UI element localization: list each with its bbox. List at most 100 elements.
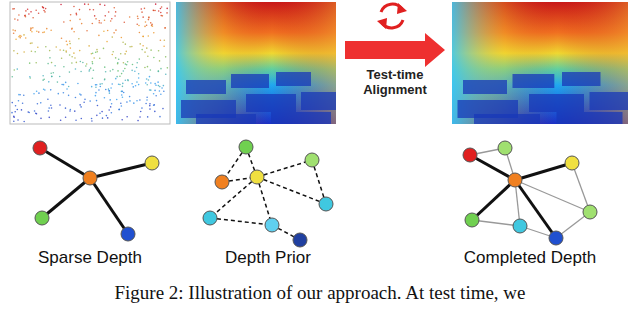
sparse-dot <box>66 44 68 46</box>
sparse-dot <box>163 90 165 92</box>
sparse-dot <box>91 118 93 120</box>
sparse-dot <box>38 31 40 33</box>
sparse-dot <box>116 76 118 78</box>
sparse-dot <box>98 35 100 37</box>
red-arrow <box>345 33 445 67</box>
sparse-dot <box>34 110 36 112</box>
sparse-dot <box>69 110 71 112</box>
sparse-dot <box>153 93 155 95</box>
sparse-dot <box>164 27 166 29</box>
sparse-dot <box>119 109 121 111</box>
sparse-dot <box>145 82 147 84</box>
sparse-dot <box>86 63 88 65</box>
graph-node <box>549 231 563 245</box>
sparse-dot <box>120 53 122 55</box>
sparse-dot <box>30 11 32 13</box>
arrow-label: Test-time Alignment <box>350 68 440 98</box>
sparse-dot <box>160 39 162 41</box>
sparse-dot <box>12 29 14 31</box>
sparse-dot <box>148 16 150 18</box>
sparse-dot <box>166 12 168 14</box>
sparse-dot <box>13 69 15 71</box>
sparse-dot <box>93 69 95 71</box>
sparse-dot <box>51 76 53 78</box>
sparse-dot <box>147 116 149 118</box>
desk-shape <box>246 94 296 112</box>
sparse-dot <box>71 28 73 30</box>
graph-node <box>319 197 333 211</box>
sparse-dot <box>163 85 165 87</box>
graph-edge <box>40 148 90 178</box>
sparse-dot <box>103 31 105 33</box>
sparse-dot <box>59 104 61 106</box>
sparse-dot <box>141 49 143 51</box>
sparse-dot <box>65 50 67 52</box>
sparse-dot <box>42 75 44 77</box>
sparse-dot <box>115 57 117 59</box>
sparse-dot <box>76 62 78 64</box>
sparse-dot <box>111 103 113 105</box>
sparse-dot <box>125 63 127 65</box>
sparse-dot <box>160 93 162 95</box>
sparse-dot <box>142 36 144 38</box>
desk-shape <box>562 72 601 86</box>
sparse-dot <box>126 101 128 103</box>
sparse-dot <box>127 79 129 81</box>
sparse-dot <box>148 19 150 21</box>
sparse-dot <box>125 80 127 82</box>
sparse-dot <box>121 91 123 93</box>
desk-shape <box>231 74 269 88</box>
desk-shape <box>529 94 584 112</box>
graph-edge <box>90 178 128 234</box>
sparse-dot <box>147 35 149 37</box>
sparse-dot <box>89 9 91 11</box>
sparse-dot <box>150 22 152 24</box>
sparse-dot <box>113 32 115 34</box>
sparse-dot <box>51 107 53 109</box>
graph-label: Depth Prior <box>225 248 311 268</box>
sparse-dot <box>13 32 15 34</box>
sparse-dot <box>93 9 95 11</box>
sparse-dot <box>17 53 19 55</box>
sparse-dot <box>132 64 134 66</box>
sparse-dot <box>30 28 32 30</box>
sparse-dot <box>129 100 131 102</box>
sparse-dot <box>49 57 51 59</box>
sparse-dot <box>119 84 121 86</box>
desk-shape <box>186 80 226 94</box>
sparse-dot <box>152 25 154 27</box>
sparse-dot <box>129 46 131 48</box>
sparse-dot <box>145 21 147 23</box>
sparse-dot <box>88 45 90 47</box>
sparse-dot <box>161 87 163 89</box>
desk-shape <box>590 92 629 110</box>
sparse-dot <box>31 50 33 52</box>
sparse-dot <box>25 10 27 12</box>
desk-shape <box>557 112 623 124</box>
sparse-dot <box>43 78 45 80</box>
sparse-dot <box>138 25 140 27</box>
sparse-dot <box>50 104 52 106</box>
sparse-dot <box>17 19 19 21</box>
sparse-dot <box>23 51 25 53</box>
sparse-dot <box>60 4 62 6</box>
sparse-dot <box>92 52 94 54</box>
sparse-dot <box>154 83 156 85</box>
graph-node <box>293 233 307 247</box>
sparse-dot <box>28 112 30 114</box>
sparse-dot <box>32 17 34 19</box>
graph-label: Sparse Depth <box>38 248 142 268</box>
graph-edge <box>257 177 272 225</box>
sparse-dot <box>66 88 68 90</box>
sparse-dot <box>142 16 144 18</box>
sparse-dot <box>153 32 155 34</box>
sparse-dot <box>155 3 157 5</box>
sparse-dot <box>42 7 44 9</box>
sparse-dot <box>111 54 113 56</box>
sparse-dot <box>45 8 47 10</box>
sparse-dot <box>134 70 136 72</box>
graph-node <box>121 227 135 241</box>
sparse-dot <box>49 50 51 52</box>
sparse-dot <box>74 57 76 59</box>
sparse-dot <box>23 34 25 36</box>
